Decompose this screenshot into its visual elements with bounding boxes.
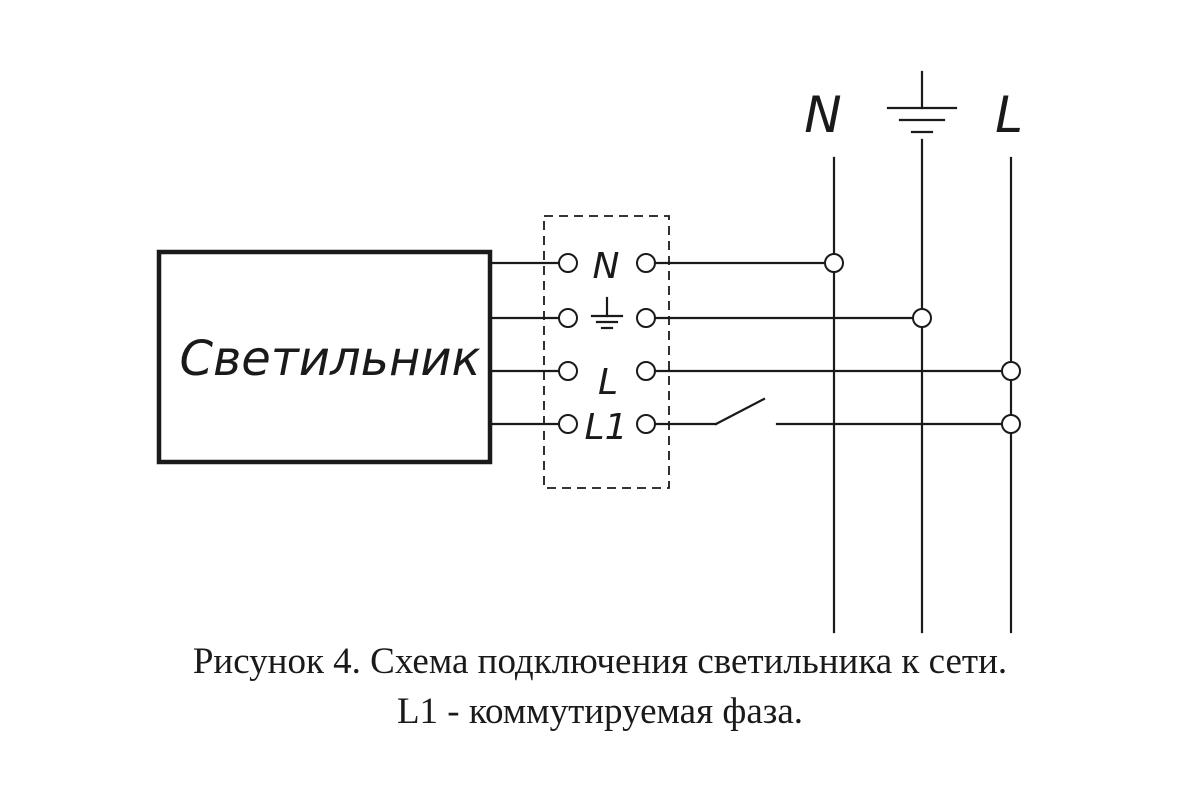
junction-phase-l1 <box>1001 414 1021 434</box>
terminal-block <box>543 215 670 489</box>
junction-ground <box>912 308 932 328</box>
terminal-left-n <box>558 253 578 273</box>
terminal-left-l <box>558 361 578 381</box>
switch-contact <box>714 397 766 426</box>
terminal-label-l1: L1 <box>585 407 628 448</box>
terminal-label-n: N <box>593 246 620 287</box>
junction-phase-l <box>1001 361 1021 381</box>
terminal-ground-icon <box>590 296 624 330</box>
terminal-left-l1 <box>558 414 578 434</box>
bus-ground-icon <box>886 70 958 134</box>
terminal-right-l <box>636 361 656 381</box>
bus-label-l: L <box>995 86 1023 144</box>
terminal-right-pe <box>636 308 656 328</box>
luminaire-label: Светильник <box>179 331 480 387</box>
terminal-label-l: L <box>598 362 618 403</box>
terminal-right-l1 <box>636 414 656 434</box>
figure-caption-line2: L1 - коммутируемая фаза. <box>396 691 804 732</box>
figure-caption-line1: Рисунок 4. Схема подключения светильника… <box>192 641 1008 682</box>
luminaire-box <box>156 249 493 465</box>
bus-label-n: N <box>804 86 841 144</box>
terminal-right-n <box>636 253 656 273</box>
junction-neutral <box>824 253 844 273</box>
terminal-left-pe <box>558 308 578 328</box>
